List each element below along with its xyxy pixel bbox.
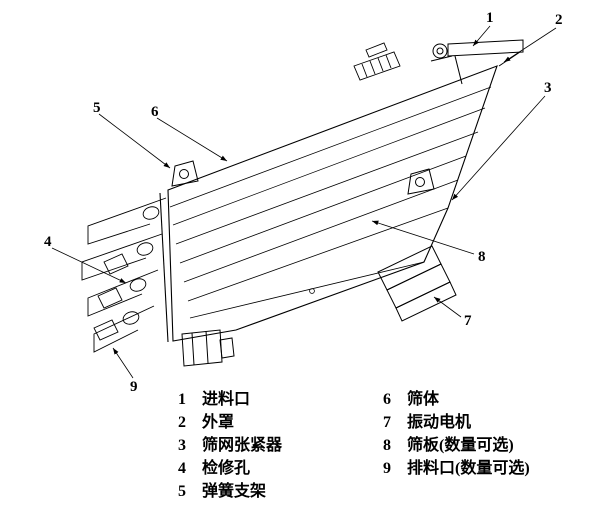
legend-item-vibration-motor: 7 振动电机 bbox=[383, 411, 530, 434]
legend-column-2: 6 筛体 7 振动电机 8 筛板(数量可选) 9 排料口(数量可选) bbox=[383, 388, 530, 480]
callout-3: 3 bbox=[544, 80, 552, 96]
callout-9: 9 bbox=[130, 379, 138, 395]
callout-7: 7 bbox=[464, 313, 472, 329]
callout-8: 8 bbox=[478, 249, 486, 265]
spring-bracket-left bbox=[171, 160, 199, 187]
legend: 1 进料口 2 外罩 3 筛网张紧器 4 检修孔 5 弹簧支架 6 筛体 7 振动电机 bbox=[0, 388, 600, 518]
callout-2: 2 bbox=[555, 12, 563, 28]
feed-inlet bbox=[447, 39, 524, 85]
callout-4: 4 bbox=[44, 234, 52, 250]
legend-num: 2 bbox=[178, 414, 186, 431]
lifting-lug bbox=[430, 43, 453, 62]
leader-lines bbox=[51, 25, 557, 379]
legend-num: 5 bbox=[178, 483, 186, 500]
legend-item-inspection-hole: 4 检修孔 bbox=[178, 457, 282, 480]
legend-label: 检修孔 bbox=[202, 460, 251, 477]
legend-item-outer-cover: 2 外罩 bbox=[178, 411, 282, 434]
legend-num: 8 bbox=[383, 437, 391, 454]
legend-column-1: 1 进料口 2 外罩 3 筛网张紧器 4 检修孔 5 弹簧支架 bbox=[178, 388, 282, 503]
legend-item-screen-body: 6 筛体 bbox=[383, 388, 530, 411]
legend-label: 振动电机 bbox=[407, 414, 472, 431]
legend-label: 进料口 bbox=[202, 391, 251, 408]
callout-6: 6 bbox=[151, 104, 159, 120]
legend-num: 7 bbox=[383, 414, 391, 431]
legend-item-feed-inlet: 1 进料口 bbox=[178, 388, 282, 411]
discharge-chutes bbox=[81, 197, 167, 353]
top-clamp-assembly bbox=[353, 42, 401, 81]
legend-label: 筛体 bbox=[407, 391, 440, 408]
cover-panel-lines bbox=[169, 86, 492, 319]
mounting-foot bbox=[181, 329, 235, 367]
legend-item-mesh-tensioner: 3 筛网张紧器 bbox=[178, 434, 282, 457]
callout-1: 1 bbox=[486, 10, 494, 26]
machine-body-outline bbox=[159, 65, 498, 343]
legend-num: 4 bbox=[178, 460, 186, 477]
legend-label: 弹簧支架 bbox=[202, 483, 267, 500]
vibration-motor bbox=[377, 245, 457, 322]
legend-item-spring-bracket: 5 弹簧支架 bbox=[178, 480, 282, 503]
legend-label: 筛网张紧器 bbox=[202, 437, 283, 454]
legend-label: 筛板(数量可选) bbox=[407, 437, 514, 454]
legend-num: 1 bbox=[178, 391, 186, 408]
callout-numbers: 1 2 3 4 5 6 7 8 9 bbox=[44, 10, 563, 395]
callout-5: 5 bbox=[93, 100, 101, 116]
legend-num: 9 bbox=[383, 460, 391, 477]
spring-bracket-right bbox=[407, 168, 435, 195]
inspection-holes bbox=[122, 206, 160, 325]
legend-label: 外罩 bbox=[202, 414, 235, 431]
legend-label: 排料口(数量可选) bbox=[407, 460, 530, 477]
legend-num: 3 bbox=[178, 437, 186, 454]
legend-num: 6 bbox=[383, 391, 391, 408]
legend-item-screen-plate: 8 筛板(数量可选) bbox=[383, 434, 530, 457]
legend-item-discharge-port: 9 排料口(数量可选) bbox=[383, 457, 530, 480]
